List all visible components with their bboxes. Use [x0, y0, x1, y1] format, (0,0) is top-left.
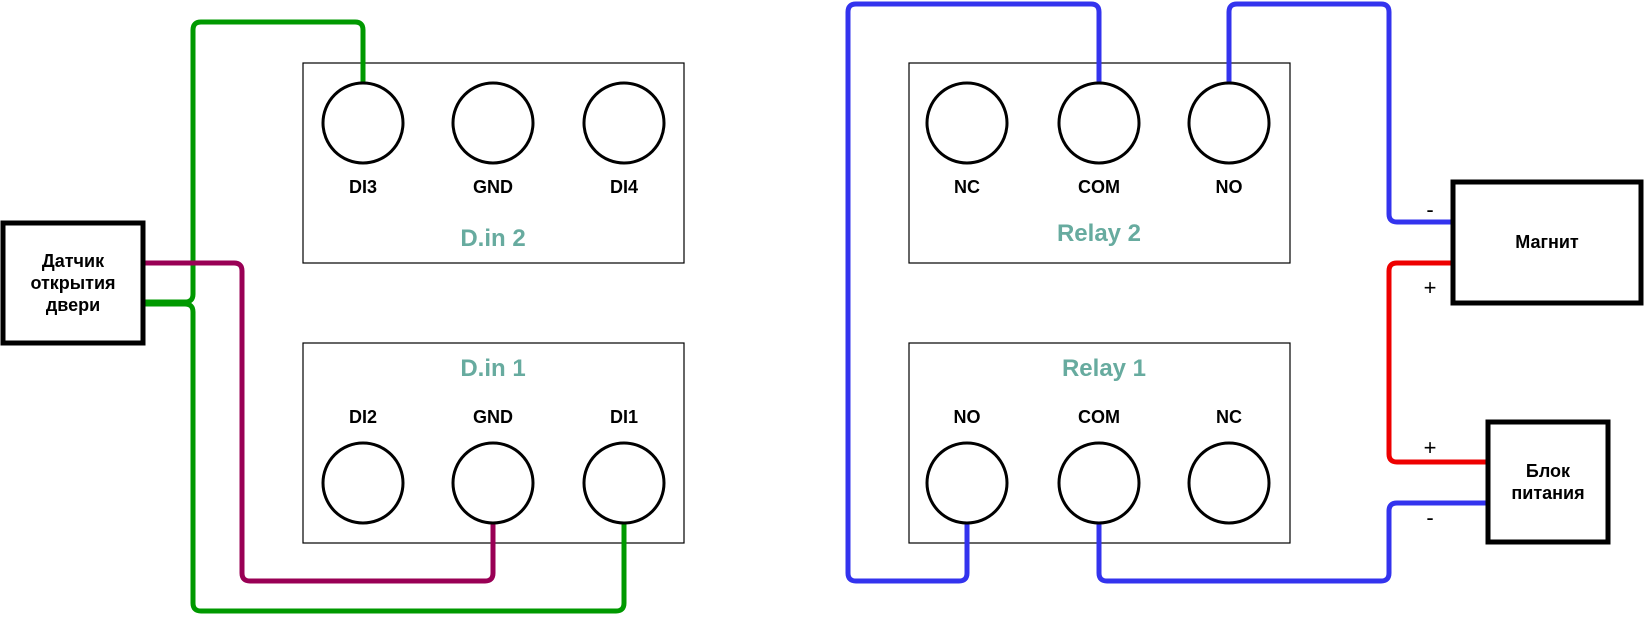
- relay1-terminal-no: [925, 441, 1009, 525]
- wire-blue-magnet-minus: [1226, 1, 1453, 225]
- din2-terminal-di3: [321, 81, 405, 165]
- power-supply-plus-sign: +: [1424, 435, 1437, 460]
- door-sensor-label-2: открытия: [30, 273, 115, 293]
- magnet-minus-sign: -: [1426, 197, 1433, 222]
- door-sensor-label-1: Датчик: [42, 251, 105, 271]
- relay1-title: Relay 1: [1062, 355, 1146, 382]
- din2-title: D.in 2: [460, 225, 525, 252]
- magnet-box: [1450, 179, 1644, 306]
- relay1-label-nc: NC: [1216, 407, 1242, 427]
- relay1-label-com: COM: [1078, 407, 1120, 427]
- relay2-terminal-com: [1057, 81, 1141, 165]
- din2-terminal-di4: [582, 81, 666, 165]
- wire-blue-no-com: [845, 1, 1102, 584]
- magnet-device: Магнит - +: [1424, 179, 1644, 306]
- relay2-terminal-no: [1187, 81, 1271, 165]
- din1-title: D.in 1: [460, 355, 525, 382]
- wires: [143, 1, 1488, 614]
- din2-terminal-gnd: [451, 81, 535, 165]
- wire-red-plus: [1386, 260, 1488, 465]
- din1-terminal-di2: [321, 441, 405, 525]
- din1-label-di1: DI1: [610, 407, 638, 427]
- relay1-terminal-nc: [1187, 441, 1271, 525]
- wire-blue-psu-minus: [1096, 500, 1488, 584]
- din1-label-gnd: GND: [473, 407, 513, 427]
- relay2-terminal-nc: [925, 81, 1009, 165]
- relay2-title: Relay 2: [1057, 220, 1141, 247]
- magnet-plus-sign: +: [1424, 275, 1437, 300]
- din1-terminal-di1: [582, 441, 666, 525]
- relay2-label-nc: NC: [954, 177, 980, 197]
- wire-green-di1: [143, 301, 627, 614]
- relay1-module: Relay 1 NO COM NC: [925, 355, 1271, 525]
- door-sensor: Датчик открытия двери: [0, 220, 146, 346]
- power-supply-minus-sign: -: [1426, 505, 1433, 530]
- power-supply-label-2: питания: [1511, 483, 1584, 503]
- door-sensor-label-3: двери: [46, 295, 100, 315]
- wire-green-di3: [143, 19, 366, 305]
- relay1-terminal-com: [1057, 441, 1141, 525]
- door-sensor-box: [0, 220, 146, 346]
- relay2-module: NC COM NO Relay 2: [925, 81, 1271, 247]
- din2-label-gnd: GND: [473, 177, 513, 197]
- din1-terminal-gnd: [451, 441, 535, 525]
- din1-module: D.in 1 DI2 GND DI1: [321, 355, 666, 525]
- power-supply-label-1: Блок: [1526, 461, 1571, 481]
- din2-label-di4: DI4: [610, 177, 638, 197]
- wire-purple-gnd: [143, 260, 496, 584]
- relay2-label-com: COM: [1078, 177, 1120, 197]
- din2-label-di3: DI3: [349, 177, 377, 197]
- power-supply: Блок питания + -: [1424, 419, 1611, 545]
- din1-label-di2: DI2: [349, 407, 377, 427]
- magnet-label: Магнит: [1515, 232, 1579, 252]
- power-supply-box: [1485, 419, 1611, 545]
- relay2-label-no: NO: [1216, 177, 1243, 197]
- din2-module: DI3 GND DI4 D.in 2: [321, 81, 666, 252]
- relay1-label-no: NO: [954, 407, 981, 427]
